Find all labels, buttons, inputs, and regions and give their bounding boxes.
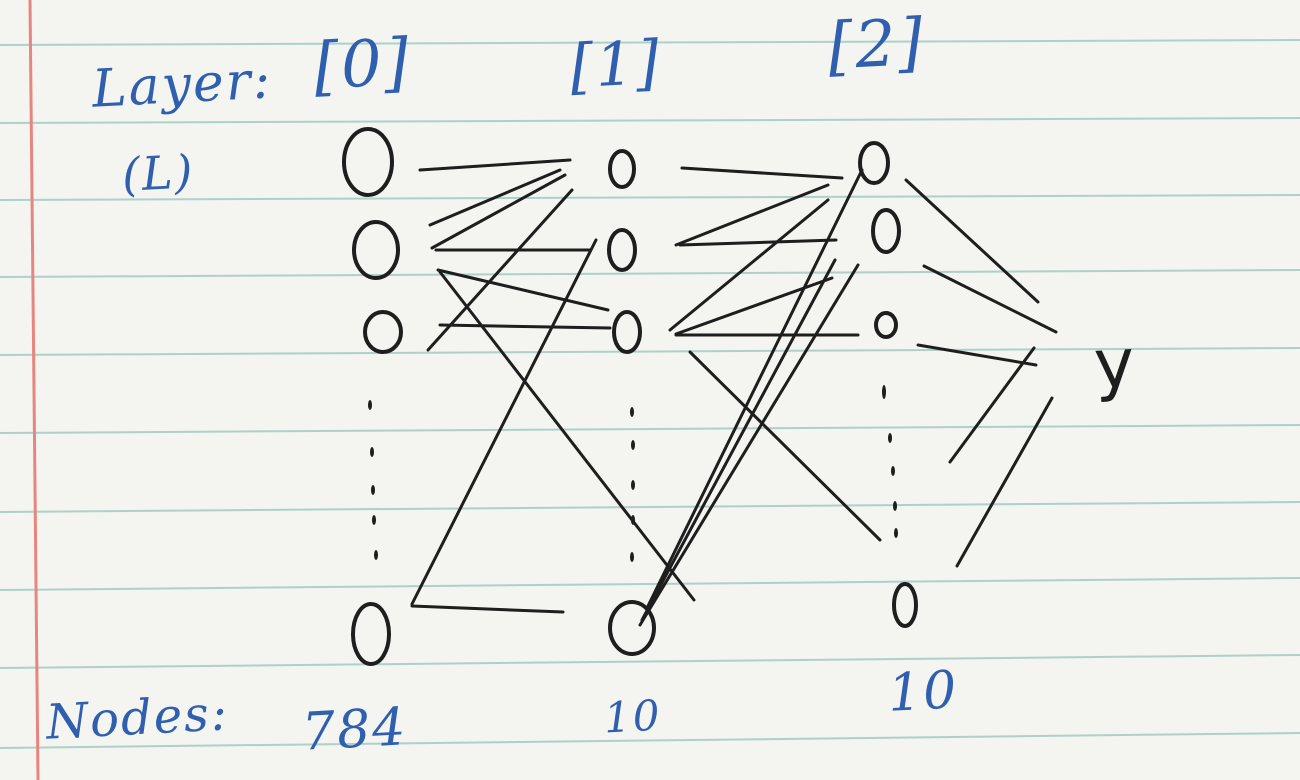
layer-2-ellipsis <box>882 385 898 538</box>
node <box>607 228 637 272</box>
layer-0-label: [0] <box>312 25 413 105</box>
node <box>608 600 656 656</box>
connections-l2-output <box>904 178 1058 568</box>
layer-2-nodes <box>858 141 918 628</box>
nodes-row-label: Nodes: <box>44 685 231 751</box>
layer-2-node-count: 10 <box>886 660 960 724</box>
layer-0-nodes <box>342 127 403 666</box>
layer-0-node-count: 784 <box>300 697 409 763</box>
layer-1-label: [1] <box>568 27 663 103</box>
node <box>858 141 890 185</box>
connections-l1-l2 <box>638 166 882 627</box>
layer-row-sublabel: (L) <box>120 144 196 202</box>
node <box>352 220 400 280</box>
layer-1-ellipsis <box>630 407 635 562</box>
node <box>363 310 403 354</box>
margin-line <box>28 0 40 780</box>
layer-1-node-count: 10 <box>602 690 663 743</box>
node <box>351 602 391 666</box>
node <box>342 127 394 197</box>
node <box>874 311 898 339</box>
node <box>612 310 642 354</box>
layer-2-label: [2] <box>826 5 927 85</box>
output-label: y <box>1091 323 1139 406</box>
layer-1-nodes <box>607 149 656 656</box>
connections-l0-l1 <box>410 158 696 614</box>
node <box>892 582 918 628</box>
layer-row-label: Layer: <box>90 50 274 120</box>
layer-0-ellipsis <box>368 400 378 560</box>
ruled-lines <box>0 39 1300 749</box>
node <box>871 208 901 254</box>
node <box>608 149 636 189</box>
